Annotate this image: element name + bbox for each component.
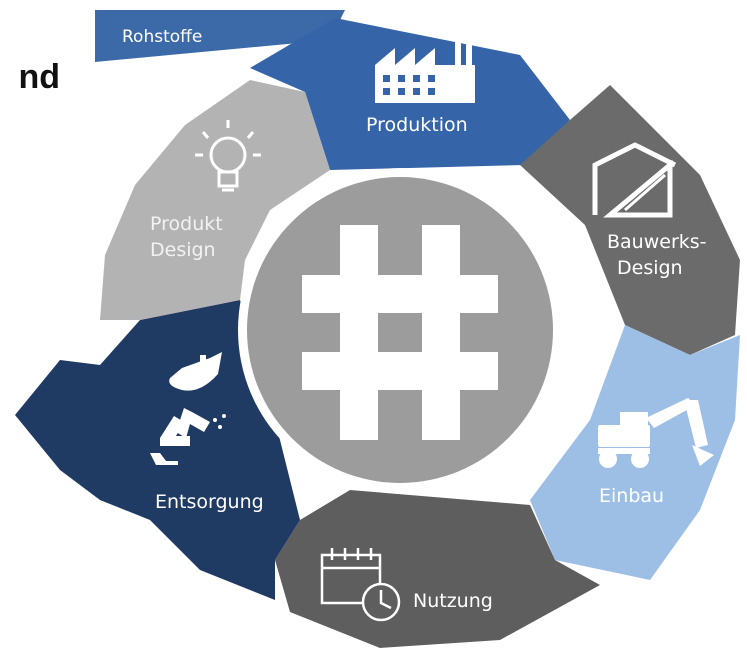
segment-einbau: Einbau xyxy=(530,325,740,580)
segment-produkt-design: Produkt Design xyxy=(100,80,330,320)
segment-rohstoffe: Rohstoffe xyxy=(95,10,345,62)
segment-entsorgung: Entsorgung xyxy=(15,300,300,600)
segment-nutzung: Nutzung xyxy=(275,490,600,648)
recycle-bucket-icon xyxy=(150,352,226,465)
label-produkt-design-line2: Design xyxy=(150,239,216,261)
house-ruler-icon xyxy=(592,142,677,218)
segment-bauwerks-design: Bauwerks- Design xyxy=(520,85,740,355)
hub xyxy=(238,168,562,492)
label-bauwerks-design-line2: Design xyxy=(617,257,683,279)
calendar-clock-icon xyxy=(320,548,401,622)
segment-produktion: Produktion xyxy=(250,18,570,170)
label-bauwerks-design-line1: Bauwerks- xyxy=(607,231,707,253)
heading-fragment: nd xyxy=(18,58,60,96)
hash-symbol xyxy=(302,225,498,440)
excavator-icon xyxy=(598,398,714,468)
label-produktion: Produktion xyxy=(366,114,468,136)
label-entsorgung: Entsorgung xyxy=(155,491,264,513)
label-rohstoffe: Rohstoffe xyxy=(122,27,202,47)
label-produkt-design-line1: Produkt xyxy=(150,213,223,235)
label-nutzung: Nutzung xyxy=(413,590,493,612)
lightbulb-icon xyxy=(195,120,261,192)
factory-icon xyxy=(375,30,475,103)
label-einbau: Einbau xyxy=(599,485,664,507)
